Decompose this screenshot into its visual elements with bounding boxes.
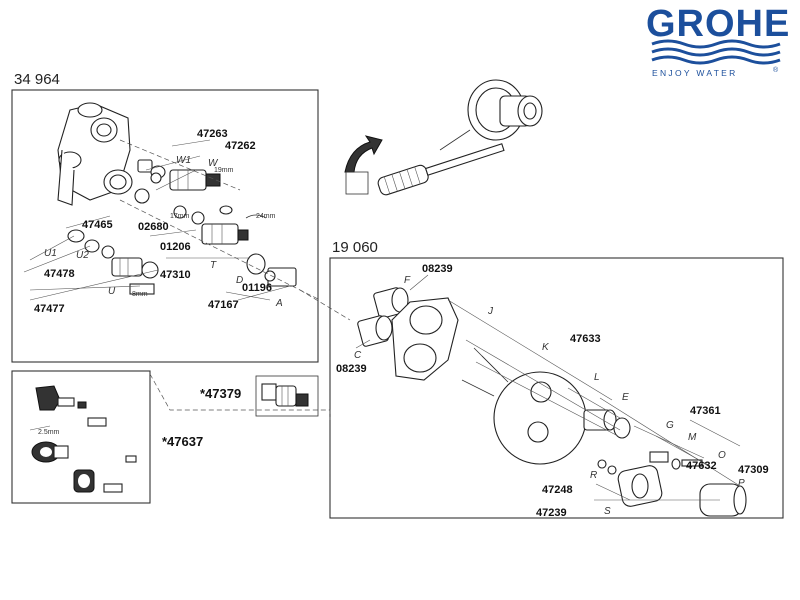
letter-m: M bbox=[688, 432, 697, 443]
part-08239-top: 08239 bbox=[422, 263, 453, 275]
letter-j: J bbox=[487, 306, 494, 317]
letter-w: W bbox=[208, 158, 219, 169]
letter-s: S bbox=[604, 506, 611, 517]
body-set-frame bbox=[11, 89, 319, 363]
part-47632: 47632 bbox=[686, 460, 717, 472]
letter-r: R bbox=[590, 470, 597, 481]
part-47263: 47263 bbox=[197, 128, 228, 140]
letter-p: P bbox=[738, 478, 745, 489]
part-47637: *47637 bbox=[162, 434, 203, 449]
letter-w1: W1 bbox=[176, 155, 191, 166]
letter-a: A bbox=[275, 298, 283, 309]
axis-line bbox=[119, 139, 241, 191]
trim-parts bbox=[357, 287, 747, 517]
tool-illustration bbox=[344, 79, 543, 196]
brand-name: GROHE bbox=[646, 3, 790, 45]
part-01196: 01196 bbox=[242, 282, 272, 294]
grohe-logo: GROHE ENJOY WATER ® bbox=[646, 3, 790, 78]
part-47262: 47262 bbox=[225, 140, 256, 152]
part-47239: 47239 bbox=[536, 507, 567, 519]
trim-set-number: 19 060 bbox=[332, 239, 378, 256]
part-47465: 47465 bbox=[82, 219, 113, 231]
part-47309: 47309 bbox=[738, 464, 769, 476]
valve-body bbox=[57, 102, 133, 206]
accessory-frame bbox=[11, 370, 151, 504]
part-47361: 47361 bbox=[690, 405, 721, 417]
axis-line bbox=[299, 289, 351, 321]
dim-19mm: 19mm bbox=[214, 167, 234, 174]
part-47633: 47633 bbox=[570, 333, 601, 345]
part-08239-bottom: 08239 bbox=[336, 363, 367, 375]
part-47248: 47248 bbox=[542, 484, 573, 496]
left-small-parts bbox=[67, 159, 297, 295]
trim-leader-lines bbox=[355, 274, 741, 501]
body-set-number: 34 964 bbox=[14, 71, 60, 88]
letter-l: L bbox=[594, 372, 600, 383]
letter-d: D bbox=[236, 275, 243, 286]
accessory-parts bbox=[29, 385, 137, 493]
letter-u2: U2 bbox=[76, 250, 89, 261]
axis-line bbox=[149, 373, 331, 420]
cartridge-47379 bbox=[255, 375, 319, 417]
part-47478: 47478 bbox=[44, 268, 75, 280]
letter-o: O bbox=[718, 450, 726, 461]
letter-k: K bbox=[542, 342, 550, 353]
part-02680: 02680 bbox=[138, 221, 169, 233]
letter-c: C bbox=[354, 350, 362, 361]
part-01206: 01206 bbox=[160, 241, 191, 253]
dim-24mm: 24mm bbox=[256, 213, 276, 220]
rotate-arrow-icon bbox=[344, 135, 383, 173]
part-47379: *47379 bbox=[200, 386, 241, 401]
trim-set-frame bbox=[329, 257, 784, 519]
letter-g: G bbox=[666, 420, 674, 431]
dim-17mm: 17mm bbox=[170, 213, 190, 220]
letter-e: E bbox=[622, 392, 629, 403]
letter-u: U bbox=[108, 286, 116, 297]
trademark-symbol: ® bbox=[773, 66, 779, 74]
letter-f: F bbox=[404, 275, 411, 286]
part-47477: 47477 bbox=[34, 303, 65, 315]
part-47167: 47167 bbox=[208, 299, 239, 311]
letter-u1: U1 bbox=[44, 248, 57, 259]
dim-2-5mm: 2.5mm bbox=[38, 429, 60, 436]
brand-tagline: ENJOY WATER bbox=[652, 68, 738, 78]
part-47310: 47310 bbox=[160, 269, 191, 281]
dim-8mm: 8mm bbox=[132, 291, 148, 298]
letter-t: T bbox=[210, 260, 217, 271]
